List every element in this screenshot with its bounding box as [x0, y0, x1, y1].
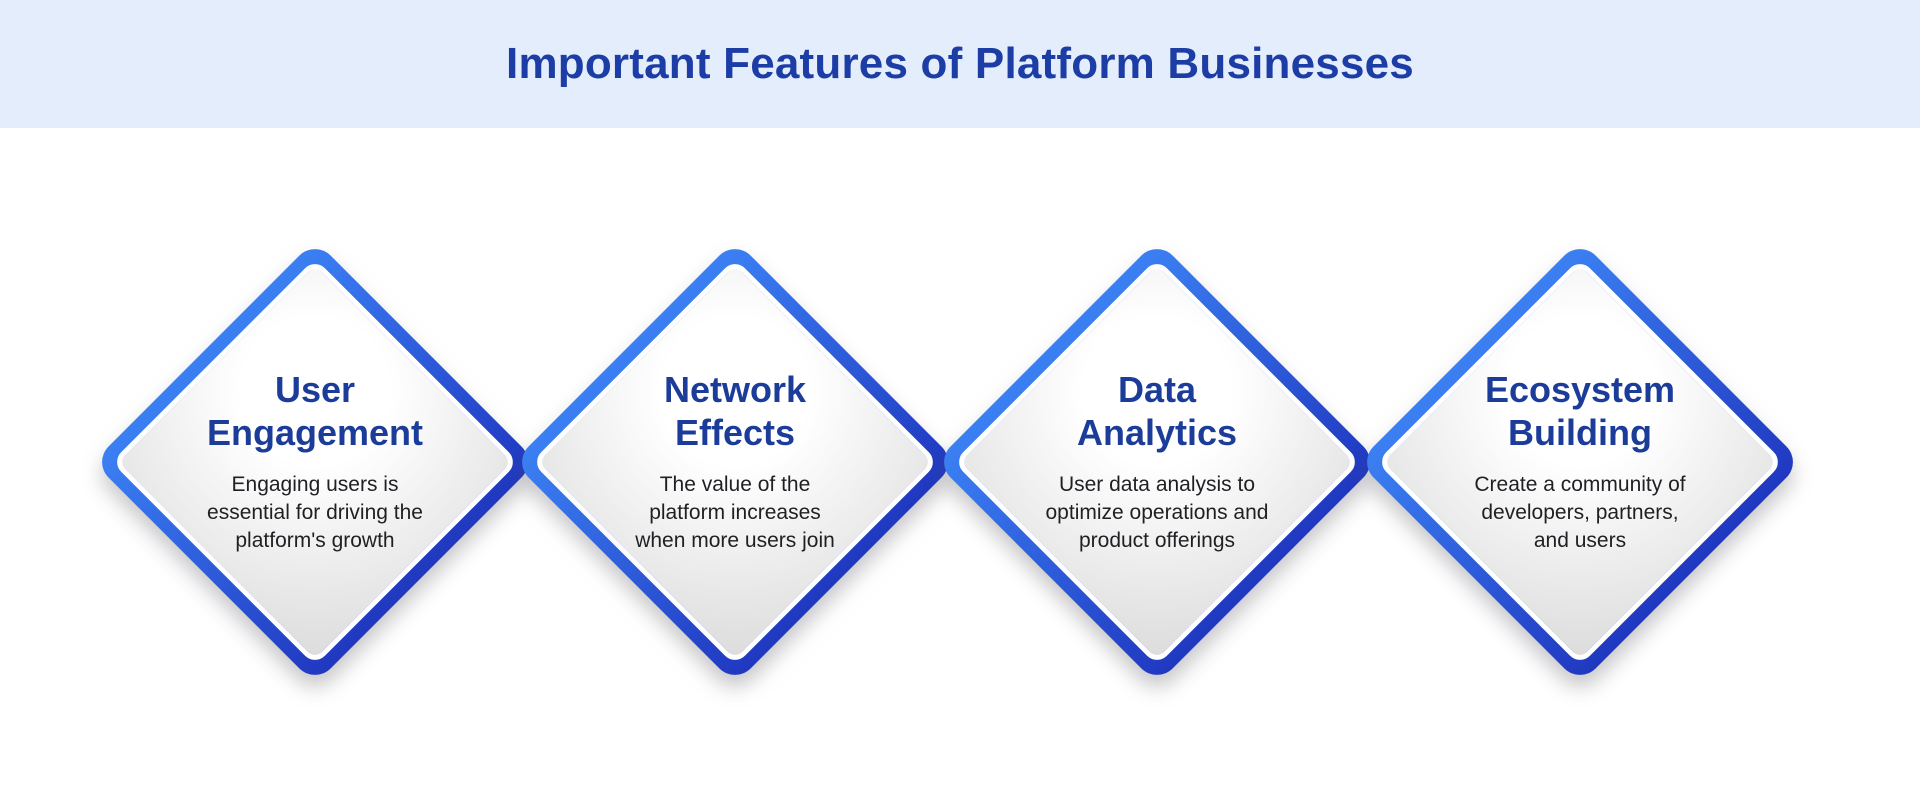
feature-description: Create a community of developers, partne…	[1474, 472, 1686, 553]
feature-description: Engaging users is essential for driving …	[207, 472, 423, 553]
header-band: Important Features of Platform Businesse…	[0, 0, 1920, 128]
page-title: Important Features of Platform Businesse…	[506, 39, 1414, 88]
diamond-border: Ecosystem Building Create a community of…	[1357, 239, 1803, 685]
feature-title: Network Effects	[663, 369, 807, 454]
feature-diamond-user-engagement: User Engagement Engaging users is essent…	[92, 239, 538, 685]
feature-content: Network Effects The value of the platfor…	[558, 285, 912, 639]
feature-title: Ecosystem Building	[1484, 369, 1676, 454]
feature-description: User data analysis to optimize operation…	[1045, 472, 1269, 553]
feature-content: Ecosystem Building Create a community of…	[1403, 285, 1757, 639]
feature-content: User Engagement Engaging users is essent…	[138, 285, 492, 639]
feature-title: User Engagement	[206, 369, 424, 454]
diamond-border: User Engagement Engaging users is essent…	[92, 239, 538, 685]
feature-title: Data Analytics	[1076, 369, 1238, 454]
feature-content: Data Analytics User data analysis to opt…	[980, 285, 1334, 639]
feature-description: The value of the platform increases when…	[635, 472, 835, 553]
diamond-border: Data Analytics User data analysis to opt…	[934, 239, 1380, 685]
feature-diamond-network-effects: Network Effects The value of the platfor…	[512, 239, 958, 685]
diamond-border: Network Effects The value of the platfor…	[512, 239, 958, 685]
feature-diamond-ecosystem-building: Ecosystem Building Create a community of…	[1357, 239, 1803, 685]
feature-diamond-data-analytics: Data Analytics User data analysis to opt…	[934, 239, 1380, 685]
